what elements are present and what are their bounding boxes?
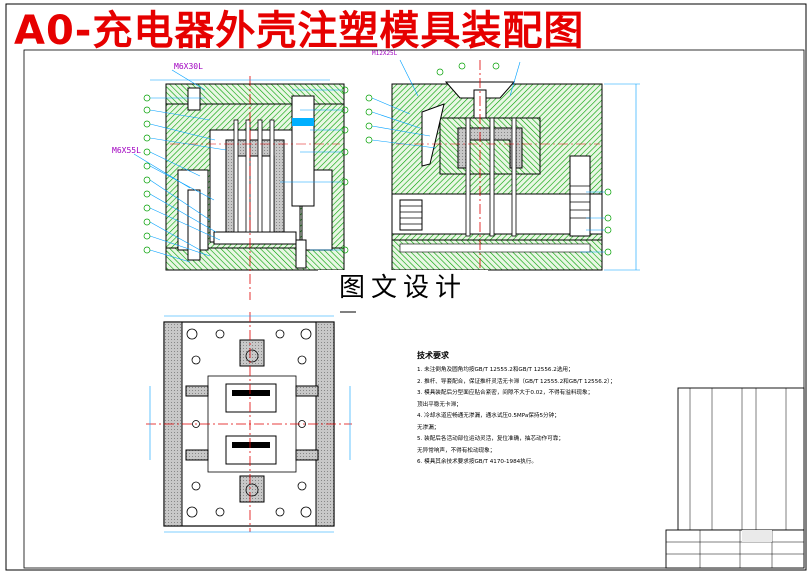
- callout-screw-m12x25: M12X25L: [372, 50, 398, 57]
- watermark-label: 图文设计: [318, 270, 488, 306]
- right-section-view: [365, 59, 640, 271]
- note-line-7: 5. 装配后各活动部位运动灵活，复位准确，抽芯动作可靠；: [417, 436, 564, 442]
- callout-screw-m6x55: M6X55L: [112, 146, 141, 155]
- outer-frame: [5, 3, 807, 571]
- technical-requirements: 技术要求 1. 未注倒角及圆角均按GB/T 12555.2和GB/T 12556…: [417, 350, 657, 469]
- title-block: [665, 387, 805, 569]
- notes-title: 技术要求: [417, 351, 449, 360]
- plan-view: [146, 311, 356, 533]
- note-line-3: 3. 模具装配后分型面应贴合紧密，间隙不大于0.02，不得有溢料现象；: [417, 390, 594, 396]
- note-line-6: 无渗漏；: [417, 424, 440, 431]
- note-line-8: 无异常响声，不得有松动现象；: [417, 447, 496, 454]
- inner-frame: [23, 49, 805, 569]
- note-line-1: 1. 未注倒角及圆角均按GB/T 12555.2和GB/T 12556.2选用；: [417, 367, 574, 373]
- callout-screw-m6x30: M6X30L: [174, 62, 203, 71]
- note-line-4: 顶出平稳无卡滞；: [417, 401, 462, 408]
- note-line-2: 2. 推杆、导套配合，保证推杆灵活无卡滞（GB/T 12555.2和GB/T 1…: [417, 378, 616, 385]
- left-section-view: [133, 69, 349, 300]
- note-line-9: 6. 模具其余技术要求按GB/T 4170-1984执行。: [417, 459, 537, 465]
- note-line-5: 4. 冷却水道应畅通无渗漏，通水试压0.5MPa保持5分钟；: [417, 413, 560, 419]
- drawing-title: A0-充电器外壳注塑模具装配图: [14, 8, 585, 54]
